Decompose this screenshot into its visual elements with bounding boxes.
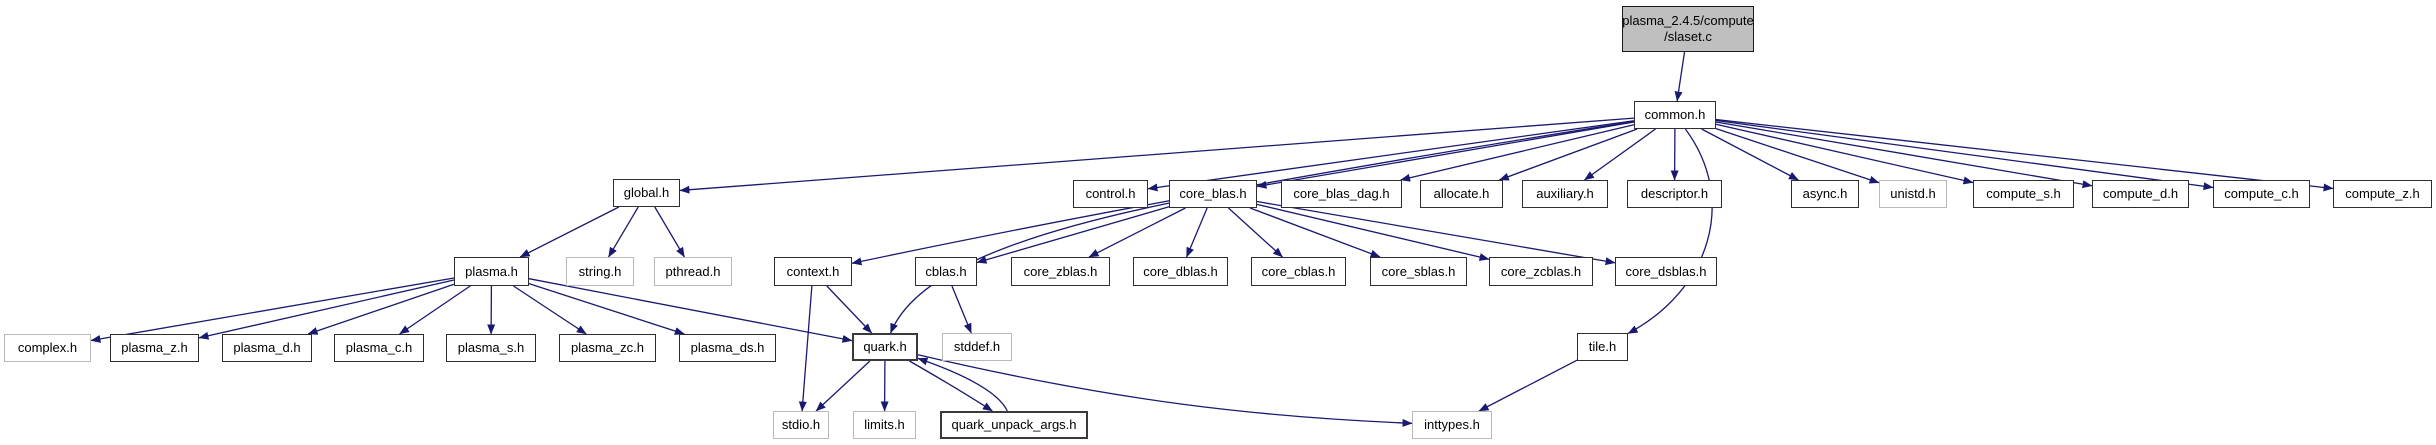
node-plasma-z-h[interactable]: plasma_z.h — [110, 334, 199, 362]
edge-quark-h--stdio-h — [815, 360, 871, 412]
node-core-dblas-h[interactable]: core_dblas.h — [1133, 257, 1228, 286]
edge-global-h--string-h — [608, 206, 639, 258]
edge-core-blas-h--core-cblas-h — [1228, 207, 1283, 258]
edge-common-h--compute-d-h — [1715, 121, 2093, 189]
node-cblas-h[interactable]: cblas.h — [915, 257, 977, 286]
edge-core-blas-h--core-sblas-h — [1249, 207, 1381, 258]
node-plasma-d-h[interactable]: plasma_d.h — [222, 334, 312, 362]
node-quark-h[interactable]: quark.h — [852, 333, 918, 361]
edge-core-blas-h--core-zcblas-h — [1256, 203, 1490, 261]
node-core-zblas-h[interactable]: core_zblas.h — [1011, 257, 1110, 286]
node-quark-unpack-args-h[interactable]: quark_unpack_args.h — [940, 411, 1088, 439]
edge-core-blas-h--core-zblas-h — [1088, 207, 1186, 258]
edge-common-h--compute-s-h — [1715, 123, 1974, 185]
edge-cblas-h--stddef-h — [951, 285, 972, 334]
node-compute-s-h[interactable]: compute_s.h — [1973, 180, 2074, 208]
edge-plasma-h--quark-h — [528, 278, 853, 343]
node-control-h[interactable]: control.h — [1073, 180, 1148, 208]
node-unistd-h: unistd.h — [1879, 180, 1947, 208]
node-compute-c-h[interactable]: compute_c.h — [2213, 180, 2310, 208]
node-core-zcblas-h[interactable]: core_zcblas.h — [1489, 257, 1593, 286]
node-limits-h: limits.h — [853, 411, 916, 439]
edge-common-h--core-blas-dag-h — [1400, 124, 1635, 182]
edge-common-h--allocate-h — [1498, 128, 1638, 181]
edge-core-blas-h--core-dblas-h — [1185, 207, 1208, 258]
node-async-h[interactable]: async.h — [1791, 180, 1859, 208]
node-string-h: string.h — [566, 257, 634, 286]
node-core-dsblas-h[interactable]: core_dsblas.h — [1615, 257, 1717, 286]
edge-plasma-h--plasma-z-h — [198, 279, 455, 340]
edge-common-h--compute-c-h — [1715, 119, 2214, 191]
edge-common-h--tile-h — [1627, 128, 1713, 335]
edge-core-blas-h--cblas-h — [976, 206, 1170, 264]
edge-common-h--control-h — [1147, 120, 1635, 192]
edge-plasma-h--plasma-d-h — [307, 283, 455, 335]
edge-plasma-h--plasma-ds-h — [528, 283, 685, 335]
edge-plasma-h--plasma-c-h — [399, 285, 471, 335]
node-plasma-c-h[interactable]: plasma_c.h — [334, 334, 424, 362]
node-common-h[interactable]: common.h — [1634, 101, 1716, 129]
node-plasma-zc-h[interactable]: plasma_zc.h — [559, 334, 656, 362]
edge-common-h--core-blas-h — [1256, 121, 1635, 189]
edge-global-h--plasma-h — [519, 206, 620, 258]
edge-global-h--pthread-h — [654, 206, 685, 258]
node-allocate-h[interactable]: allocate.h — [1420, 180, 1503, 208]
edge-common-h--auxiliary-h — [1584, 128, 1656, 181]
edge-plasma-h--plasma-zc-h — [513, 285, 587, 335]
edge-context-h--quark-h — [826, 285, 873, 334]
edge-context-h--stdio-h — [798, 285, 813, 412]
node-plasma-s-h[interactable]: plasma_s.h — [446, 334, 536, 362]
node-tile-h[interactable]: tile.h — [1577, 333, 1628, 361]
node-compute-d-h[interactable]: compute_d.h — [2092, 180, 2189, 208]
node-plasma-h[interactable]: plasma.h — [454, 257, 529, 286]
node-stdio-h: stdio.h — [773, 411, 829, 439]
node-core-blas-dag-h[interactable]: core_blas_dag.h — [1281, 180, 1402, 208]
node-stddef-h: stddef.h — [942, 333, 1012, 361]
edges-group — [90, 51, 2334, 427]
node-plasma-ds-h[interactable]: plasma_ds.h — [679, 334, 776, 362]
edge-plasma-h--complex-h — [90, 277, 455, 343]
node-compute-z-h[interactable]: compute_z.h — [2333, 180, 2432, 208]
node-descriptor-h[interactable]: descriptor.h — [1627, 180, 1722, 208]
edge-common-h--unistd-h — [1715, 127, 1880, 184]
node-slaset-c: plasma_2.4.5/compute /slaset.c — [1622, 6, 1754, 52]
node-pthread-h: pthread.h — [654, 257, 732, 286]
node-context-h[interactable]: context.h — [774, 257, 852, 286]
node-core-sblas-h[interactable]: core_sblas.h — [1370, 257, 1467, 286]
edge-common-h--async-h — [1701, 128, 1799, 181]
node-core-cblas-h[interactable]: core_cblas.h — [1251, 257, 1346, 286]
node-core-blas-h[interactable]: core_blas.h — [1169, 180, 1257, 208]
node-global-h[interactable]: global.h — [613, 179, 680, 207]
edge-quark-h--quark-unpack-args-h — [909, 360, 993, 412]
edge-core-blas-h--core-dsblas-h — [1256, 200, 1616, 266]
edge-quark-unpack-args-h--quark-h — [917, 357, 1008, 412]
edge-tile-h--inttypes-h — [1478, 359, 1578, 412]
edge-common-h--compute-z-h — [1715, 118, 2334, 192]
node-auxiliary-h[interactable]: auxiliary.h — [1522, 180, 1608, 208]
edge-slaset-c--common-h — [1674, 51, 1686, 102]
node-complex-h: complex.h — [4, 334, 91, 362]
node-inttypes-h: inttypes.h — [1412, 411, 1492, 439]
